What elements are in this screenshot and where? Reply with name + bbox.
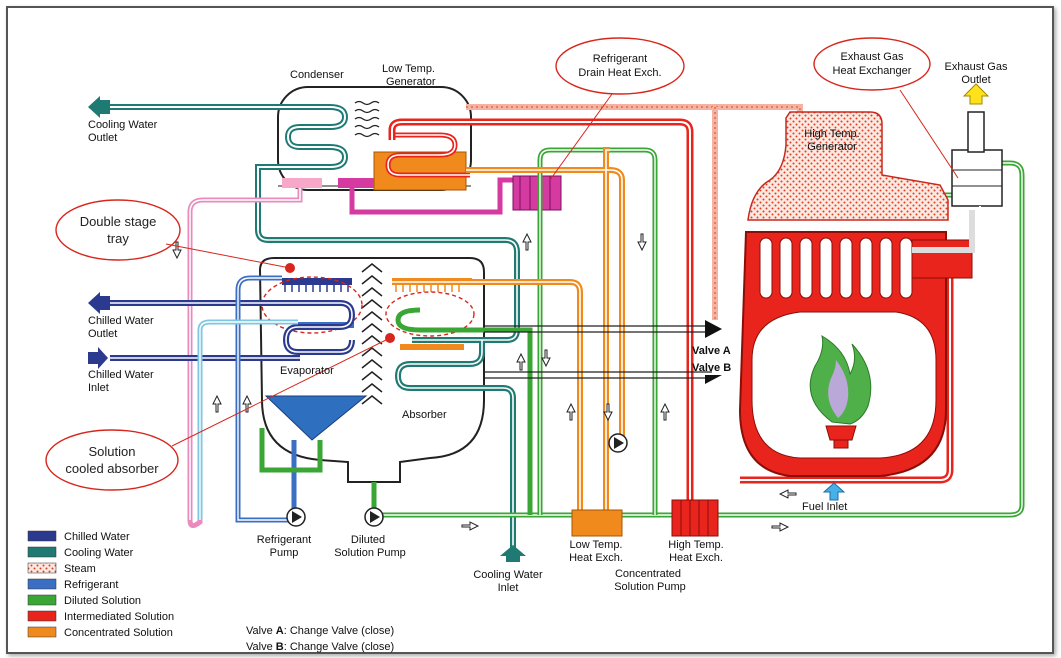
absorber-label: Absorber — [402, 409, 447, 421]
low-temp-heat-exchanger — [571, 509, 623, 537]
cooling-water-inlet-label-2: Inlet — [498, 582, 519, 594]
legend-swatch — [27, 594, 57, 606]
cooling-water-outlet-arrow-icon — [88, 96, 110, 118]
evaporator-label: Evaporator — [280, 365, 334, 377]
spray-chevrons — [361, 263, 383, 405]
legend-label: Concentrated Solution — [64, 627, 173, 639]
chilled-water-outlet-arrow-icon — [88, 292, 110, 314]
legend-label: Chilled Water — [64, 531, 130, 543]
cooling-water-outlet-label: Cooling Water — [88, 119, 158, 131]
concentrated-pump-label-2: Solution Pump — [614, 581, 686, 593]
high-temp-generator-label: High Temp. — [804, 128, 859, 140]
legend-label: Steam — [64, 563, 96, 575]
valve-b-icon[interactable] — [705, 375, 722, 384]
refrigerant-pump-label-2: Pump — [270, 547, 299, 559]
legend-label: Diluted Solution — [64, 595, 141, 607]
cooling-water-inlet-label: Cooling Water — [473, 569, 543, 581]
fuel-inlet-arrow-icon — [822, 482, 846, 501]
chilled-water-inlet-arrow-icon — [88, 347, 108, 369]
exhaust-gas-hx-callout — [813, 37, 931, 91]
legend-swatch — [27, 546, 57, 558]
high-temp-heat-exchanger — [671, 499, 719, 537]
valve-note: Valve B: Change Valve (close) — [246, 641, 394, 653]
diluted-pump-label: Diluted — [351, 534, 385, 546]
refrigerant-pump-label: Refrigerant — [257, 534, 311, 546]
valve-a-icon[interactable] — [705, 320, 722, 338]
low-temp-hx-label-2: Heat Exch. — [569, 552, 623, 564]
double-stage-tray-label-2: tray — [107, 231, 129, 246]
high-temp-generator-steam-dome — [747, 111, 949, 221]
legend-label: Cooling Water — [64, 547, 134, 559]
legend-swatch — [27, 530, 57, 542]
chilled-water-outlet-label-2: Outlet — [88, 328, 117, 340]
legend-swatch — [27, 578, 57, 590]
diluted-pump-label-2: Solution Pump — [334, 547, 406, 559]
cooling-water-inlet-arrow-icon — [500, 545, 526, 562]
steam-flow-lines — [354, 100, 380, 138]
diluted-solution-pump-icon — [364, 507, 384, 527]
low-temp-generator-label: Low Temp. — [382, 63, 435, 75]
legend-swatch — [27, 626, 57, 638]
high-temp-hx-label: High Temp. — [668, 539, 723, 551]
legend-swatch — [27, 562, 57, 574]
solution-cooled-label-2: cooled absorber — [65, 461, 159, 476]
solution-cooled-absorber-callout — [45, 429, 179, 491]
refrigerant-drain-heat-exchanger — [512, 175, 562, 211]
chilled-water-inlet-label: Chilled Water — [88, 369, 154, 381]
refrigerant-pump-icon — [286, 507, 306, 527]
solution-cooled-label: Solution — [89, 444, 136, 459]
chilled-water-inlet-label-2: Inlet — [88, 382, 109, 394]
legend-label: Intermediated Solution — [64, 611, 174, 623]
cooling-water-outlet-label-2: Outlet — [88, 132, 117, 144]
refrigerant-drain-callout — [555, 37, 685, 95]
valve-a-label: Valve A — [692, 345, 731, 357]
fuel-inlet-label: Fuel Inlet — [802, 501, 847, 513]
exhaust-outlet-arrow-icon — [962, 83, 990, 105]
valve-b-label: Valve B — [692, 362, 731, 374]
legend-label: Refrigerant — [64, 579, 118, 591]
legend-swatch — [27, 610, 57, 622]
condenser-label: Condenser — [290, 69, 344, 81]
exhaust-hx-label-2: Heat Exchanger — [833, 65, 912, 77]
double-stage-tray-callout — [55, 199, 181, 261]
exhaust-outlet-label: Exhaust Gas — [945, 61, 1008, 73]
exhaust-hx-label: Exhaust Gas — [841, 51, 904, 63]
valve-notes: Valve A: Change Valve (close) Valve B: Ch… — [246, 625, 394, 653]
low-temp-hx-label: Low Temp. — [570, 539, 623, 551]
refrigerant-drain-label: Refrigerant — [593, 53, 647, 65]
high-temp-generator-label-2: Generator — [807, 141, 857, 153]
exhaust-outlet-label-2: Outlet — [961, 74, 990, 86]
high-temp-hx-label-2: Heat Exch. — [669, 552, 723, 564]
flow-direction-arrows — [172, 232, 797, 532]
refrigerant-drain-label-2: Drain Heat Exch. — [578, 67, 661, 79]
concentrated-pump-label: Concentrated — [615, 568, 681, 580]
valve-note: Valve A: Change Valve (close) — [246, 625, 394, 637]
double-stage-tray-label: Double stage — [80, 214, 157, 229]
concentrated-solution-pump-icon — [608, 433, 628, 453]
chilled-water-outlet-label: Chilled Water — [88, 315, 154, 327]
low-temp-generator-label-2: Generator — [386, 76, 436, 88]
exhaust-gas-heat-exchanger — [951, 149, 1003, 207]
